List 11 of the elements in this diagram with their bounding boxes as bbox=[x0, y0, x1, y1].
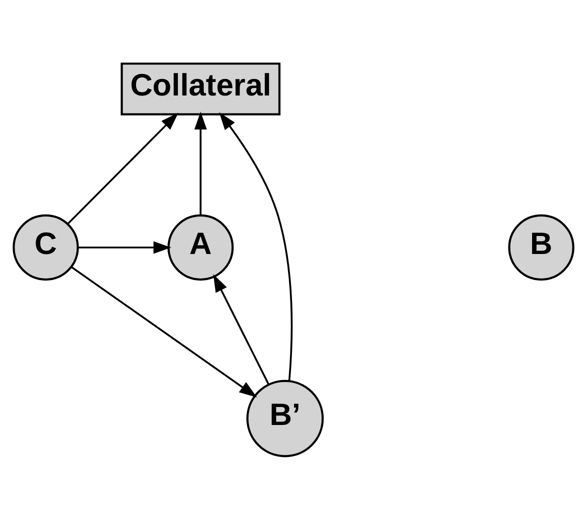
node-box: Collateral bbox=[120, 62, 280, 115]
node-circle: A bbox=[168, 214, 234, 280]
arrow bbox=[78, 240, 172, 254]
node-circle: B bbox=[508, 214, 574, 280]
arrow bbox=[213, 274, 270, 384]
arrow bbox=[219, 112, 293, 380]
arrow bbox=[70, 266, 258, 397]
arrow bbox=[67, 112, 178, 224]
arrow bbox=[194, 111, 207, 215]
node-circle: C bbox=[12, 214, 79, 280]
node-circle: B’ bbox=[246, 379, 324, 457]
